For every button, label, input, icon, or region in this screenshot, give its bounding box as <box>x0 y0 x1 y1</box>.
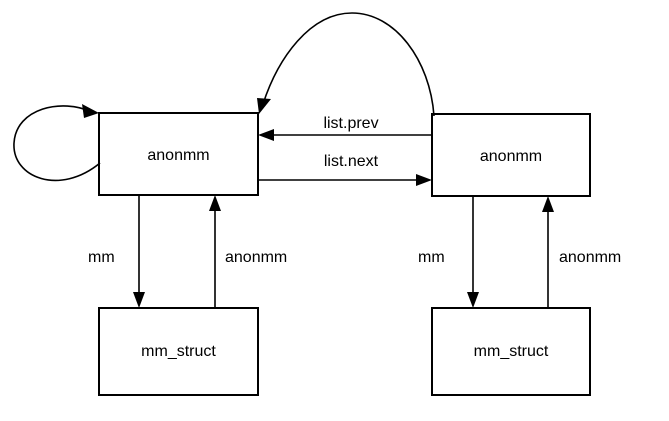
edge-mm-right-label: mm <box>418 249 445 266</box>
node-mmstruct-left-label: mm_struct <box>141 343 216 360</box>
edge-list-prev[interactable]: list.prev <box>258 115 432 141</box>
edge-mm-right-arrowhead <box>467 292 479 308</box>
edge-list-next-label: list.next <box>324 153 379 170</box>
edge-list-next[interactable]: list.next <box>258 153 432 186</box>
edge-mm-right[interactable]: mm <box>418 196 479 308</box>
node-anonmm-right-box[interactable] <box>431 113 591 197</box>
node-mmstruct-left[interactable]: mm_struct <box>98 307 259 396</box>
edge-mm-left[interactable]: mm <box>88 195 145 308</box>
edge-mm-left-arrowhead <box>133 292 145 308</box>
node-mmstruct-right-label: mm_struct <box>474 343 549 360</box>
node-anonmm-left-box[interactable] <box>98 112 259 196</box>
edge-top-arc-path <box>262 12 435 117</box>
node-mmstruct-left-box[interactable] <box>98 307 259 396</box>
edge-anonmm-right-up-arrowhead <box>542 196 554 212</box>
edge-anonmm-right-up[interactable]: anonmm <box>542 196 621 308</box>
edge-top-arc-arrowhead <box>257 98 271 114</box>
edge-list-prev-arrowhead <box>258 129 274 141</box>
edge-anonmm-left-up-label: anonmm <box>225 249 287 266</box>
edge-self-loop-arrowhead <box>82 104 99 118</box>
node-anonmm-left-label: anonmm <box>147 147 209 164</box>
edge-top-arc[interactable] <box>257 12 435 117</box>
edge-anonmm-right-up-label: anonmm <box>559 249 621 266</box>
edge-mm-left-label: mm <box>88 249 115 266</box>
node-mmstruct-right[interactable]: mm_struct <box>431 307 591 396</box>
node-anonmm-left[interactable]: anonmm <box>98 112 259 196</box>
node-mmstruct-right-box[interactable] <box>431 307 591 396</box>
node-anonmm-right[interactable]: anonmm <box>431 113 591 197</box>
node-anonmm-right-label: anonmm <box>480 148 542 165</box>
edge-list-next-arrowhead <box>416 174 432 186</box>
edge-anonmm-left-up[interactable]: anonmm <box>209 195 287 308</box>
edge-self-loop-path <box>13 105 101 182</box>
edge-self-loop[interactable] <box>13 104 101 182</box>
edge-list-prev-label: list.prev <box>323 115 378 132</box>
edge-anonmm-left-up-arrowhead <box>209 195 221 211</box>
